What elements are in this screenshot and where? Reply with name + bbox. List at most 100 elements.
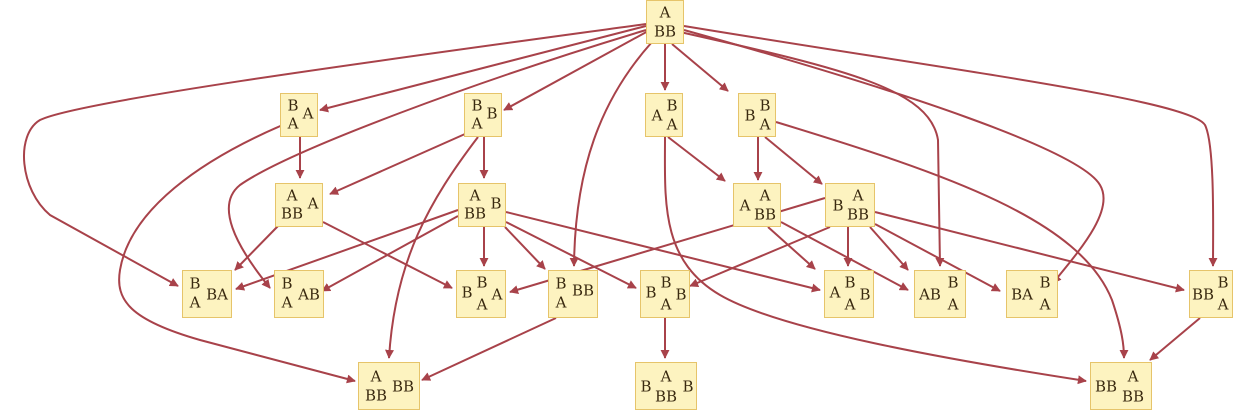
node-label: B: [471, 96, 483, 115]
node-label: B: [287, 96, 299, 115]
node-label: BB: [364, 386, 388, 405]
node-label: A: [947, 295, 959, 314]
node-root[interactable]: A BB: [646, 0, 684, 44]
node-label: A: [555, 293, 567, 312]
edge-arrow: [23, 23, 647, 287]
edge-arrow: [767, 226, 816, 270]
node[interactable]: B A A: [280, 93, 318, 137]
node-label: A: [189, 293, 201, 312]
edge-arrow: [234, 225, 279, 271]
node-label: BA: [206, 285, 228, 304]
node-label: B: [461, 283, 473, 302]
node-label: B: [832, 196, 844, 215]
node[interactable]: A A BB: [733, 183, 781, 227]
node-label: BB: [463, 204, 487, 223]
node-label: BB: [571, 281, 595, 300]
node-label: B: [666, 96, 678, 115]
node-label: A: [307, 194, 319, 213]
node[interactable]: BB B A: [1189, 270, 1233, 318]
node[interactable]: B A BB B: [635, 362, 697, 410]
edge-arrow: [319, 25, 647, 113]
edge-arrow: [663, 136, 1087, 385]
node-label: BB: [653, 22, 677, 41]
node-label: A: [844, 295, 856, 314]
node[interactable]: BA B A: [1006, 270, 1058, 318]
node-label: A: [469, 186, 481, 205]
node-label: BB: [753, 205, 777, 224]
node-label: BB: [280, 204, 304, 223]
node-label: B: [859, 285, 871, 304]
node-label: B: [486, 104, 498, 123]
node-label: B: [645, 283, 657, 302]
node-label: A: [829, 283, 841, 302]
edge-arrow: [421, 317, 557, 381]
node[interactable]: AB B A: [914, 270, 966, 318]
node-label: BB: [1191, 285, 1215, 304]
edge-arrow: [1149, 317, 1201, 361]
node-label: A: [476, 295, 488, 314]
node-label: BB: [846, 205, 870, 224]
edge-arrow: [780, 221, 909, 291]
node-label: A: [1039, 295, 1051, 314]
node-label: A: [852, 186, 864, 205]
node-label: A: [286, 186, 298, 205]
node-label: A: [471, 114, 483, 133]
node-label: B: [1039, 273, 1051, 292]
node-label: BB: [391, 377, 415, 396]
node-label: BB: [1121, 387, 1145, 406]
node[interactable]: B A BB: [825, 183, 875, 227]
edge-arrow: [683, 29, 1105, 284]
node-label: B: [844, 273, 856, 292]
node[interactable]: A BB A: [275, 183, 323, 227]
node-label: B: [281, 274, 293, 293]
node[interactable]: B A AB: [274, 270, 324, 318]
node-label: AB: [298, 285, 320, 304]
edge-arrow: [869, 226, 909, 271]
edge-arrow: [118, 123, 356, 384]
node-label: B: [189, 274, 201, 293]
node-label: A: [491, 285, 503, 304]
node-label: A: [281, 293, 293, 312]
node-label: B: [947, 273, 959, 292]
node-label: B: [660, 273, 672, 292]
edge-arrow: [775, 121, 1129, 359]
node[interactable]: B A BA: [182, 270, 232, 318]
node[interactable]: A B A B: [824, 270, 874, 318]
node-label: A: [1127, 367, 1139, 386]
edge-arrow: [504, 226, 546, 270]
node[interactable]: B A A: [645, 93, 683, 137]
edge-arrow: [874, 223, 1001, 292]
edge-arrow: [671, 43, 729, 92]
node[interactable]: B B A: [738, 93, 776, 137]
node-label: B: [555, 274, 567, 293]
node[interactable]: A BB B: [458, 183, 506, 227]
edge-arrow: [569, 41, 653, 267]
node-label: BB: [654, 387, 678, 406]
node[interactable]: A BB BB: [358, 362, 420, 410]
node-label: A: [651, 106, 663, 125]
edge-arrow: [667, 136, 726, 182]
node-label: B: [1217, 273, 1229, 292]
node[interactable]: B A B: [464, 93, 502, 137]
edge-arrow: [385, 136, 479, 359]
node-label: A: [287, 114, 299, 133]
node[interactable]: B B A B: [640, 270, 690, 318]
node[interactable]: B A BB: [548, 270, 598, 318]
node[interactable]: BB A BB: [1090, 362, 1152, 410]
node-label: B: [476, 273, 488, 292]
node-label: AB: [919, 285, 941, 304]
node-label: A: [1217, 295, 1229, 314]
edge-arrow: [505, 221, 637, 289]
edge-arrow: [227, 29, 647, 289]
node-label: A: [302, 104, 314, 123]
node[interactable]: B B A A: [456, 270, 506, 318]
node-label: B: [675, 285, 687, 304]
node-label: B: [682, 377, 694, 396]
node-label: BB: [1094, 377, 1118, 396]
edge-arrow: [874, 211, 1185, 293]
node-label: B: [759, 96, 771, 115]
edge-arrow: [329, 129, 475, 195]
node-label: A: [666, 115, 678, 134]
